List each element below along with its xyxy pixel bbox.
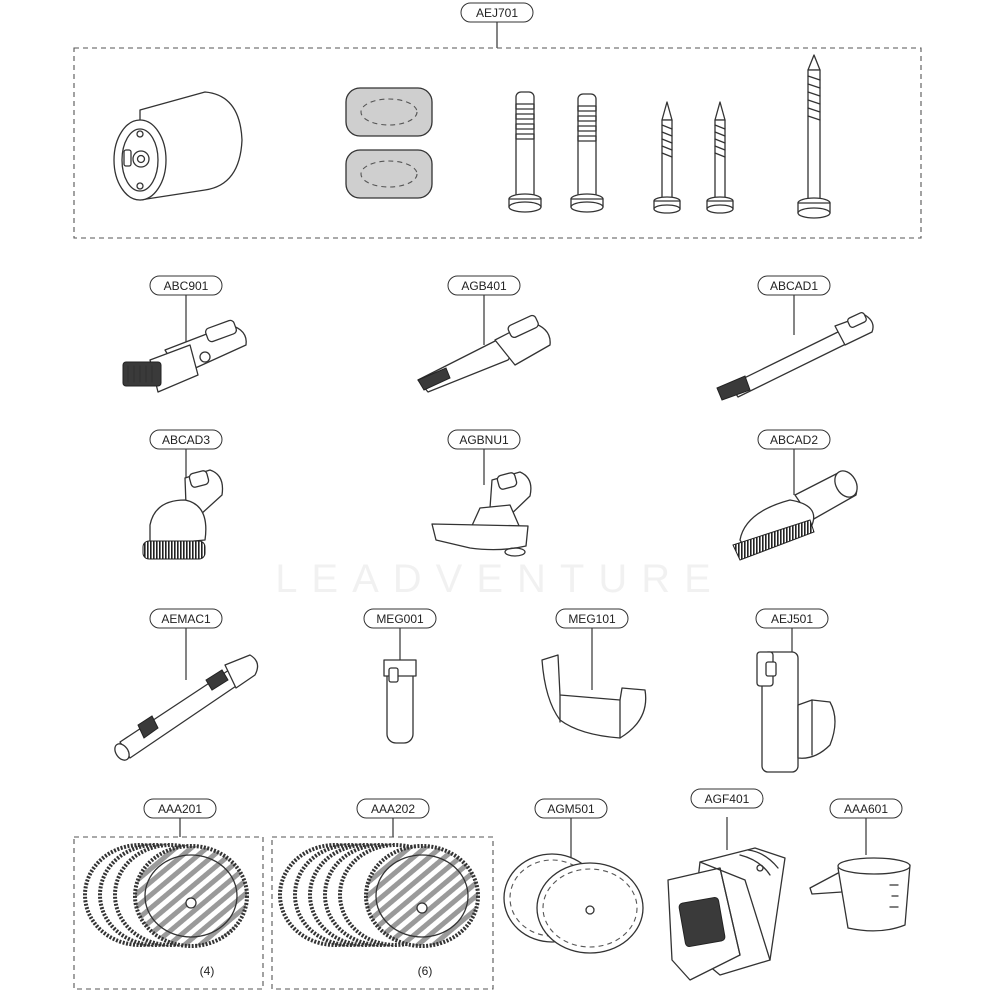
quantity-label: (6) (418, 964, 433, 978)
part-code: ABCAD1 (770, 279, 818, 293)
part-code: ABCAD2 (770, 433, 818, 447)
filter-discs-image (278, 843, 480, 948)
mini-motorized-tool-image (122, 319, 247, 393)
watermark: LEADVENTURE (275, 557, 725, 601)
adapter-cylinder-image (113, 91, 243, 201)
quantity-label: (4) (200, 964, 215, 978)
part-agb401[interactable]: AGB401 (417, 275, 551, 393)
part-code: AAA201 (158, 802, 202, 816)
part-code: AGM501 (547, 802, 595, 816)
filter-set-box (73, 836, 264, 990)
part-code: AEJ501 (771, 612, 813, 626)
part-code: AEMAC1 (161, 612, 211, 626)
filter-discs-image (83, 843, 249, 948)
long-screw-image (797, 54, 831, 219)
part-code: ABC901 (164, 279, 209, 293)
clip-holder-image (383, 659, 417, 744)
part-aaa201[interactable]: AAA201 (4) (73, 798, 264, 990)
adapter-hose-image (114, 654, 259, 761)
part-abcad3[interactable]: ABCAD3 (142, 429, 224, 560)
measuring-cup-image (809, 857, 911, 932)
part-code: AAA202 (371, 802, 415, 816)
part-code: MEG101 (568, 612, 616, 626)
small-screw-1-image (653, 101, 681, 214)
part-code: AEJ701 (476, 6, 518, 20)
filter-pads-image (503, 853, 644, 954)
part-aaa601[interactable]: AAA601 (809, 798, 911, 932)
wall-mount-image (756, 651, 836, 773)
part-aemac1[interactable]: AEMAC1 (112, 608, 259, 763)
dust-bags-image (667, 847, 786, 981)
part-aaa202[interactable]: AAA202 (6) (271, 798, 494, 990)
part-aej501[interactable]: AEJ501 (755, 608, 836, 773)
part-code: AGBNU1 (459, 433, 509, 447)
gasket-pad-bottom-image (345, 149, 433, 199)
part-abc901[interactable]: ABC901 (122, 275, 247, 393)
part-agm501[interactable]: AGM501 (503, 798, 644, 954)
small-screw-2-image (706, 101, 734, 214)
upholstery-tool-image (431, 471, 532, 557)
part-code: MEG001 (376, 612, 424, 626)
part-code: AGF401 (705, 792, 750, 806)
part-aej701[interactable]: AEJ701 (73, 2, 922, 239)
dusting-brush-image (142, 469, 224, 560)
crevice-tool-image (417, 314, 551, 393)
part-code: AAA601 (844, 802, 888, 816)
gasket-pad-top-image (345, 87, 433, 137)
part-abcad2[interactable]: ABCAD2 (732, 429, 862, 561)
ribbed-screw-2-image (570, 93, 604, 213)
soft-brush-tool-image (732, 470, 858, 561)
part-agbnu1[interactable]: AGBNU1 (431, 429, 532, 557)
kit-dashed-box (73, 47, 922, 239)
part-abcad1[interactable]: ABCAD1 (716, 275, 874, 401)
part-code: ABCAD3 (162, 433, 210, 447)
part-meg101[interactable]: MEG101 (541, 608, 647, 739)
bracket-holder-image (541, 654, 647, 739)
part-code: AGB401 (461, 279, 507, 293)
filter-set-box (271, 836, 494, 990)
part-meg001[interactable]: MEG001 (363, 608, 437, 744)
ribbed-screw-1-image (508, 91, 542, 213)
part-agf401[interactable]: AGF401 (667, 788, 786, 981)
extension-wand-tool-image (716, 312, 874, 401)
